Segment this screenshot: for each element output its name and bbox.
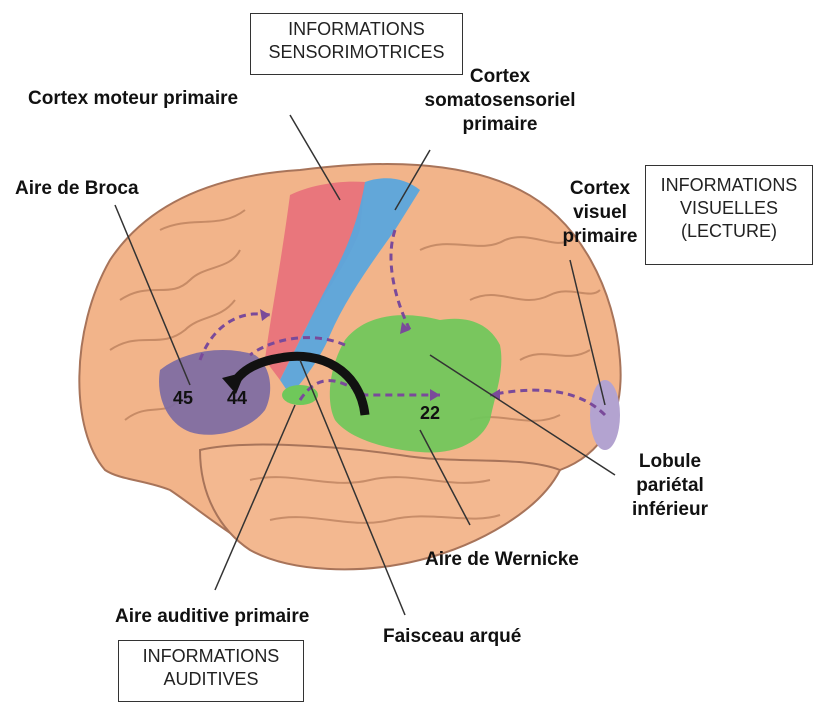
label-lobule-parietal: Lobule pariétal inférieur: [620, 450, 720, 522]
label-cortex-visuel: Cortex visuel primaire: [560, 177, 640, 249]
label-aire-broca: Aire de Broca: [15, 177, 139, 201]
area-22: 22: [420, 403, 440, 424]
label-faisceau-arque: Faisceau arqué: [383, 625, 521, 649]
box-visuelles: INFORMATIONS VISUELLES (LECTURE): [645, 165, 813, 265]
label-aire-wernicke: Aire de Wernicke: [425, 548, 579, 572]
label-cortex-moteur: Cortex moteur primaire: [28, 87, 238, 111]
box-auditives: INFORMATIONS AUDITIVES: [118, 640, 304, 702]
label-aire-auditive: Aire auditive primaire: [115, 605, 309, 629]
label-cortex-somato: Cortex somatosensoriel primaire: [420, 65, 580, 137]
auditory-region: [282, 385, 318, 405]
area-44: 44: [227, 388, 247, 409]
area-45: 45: [173, 388, 193, 409]
